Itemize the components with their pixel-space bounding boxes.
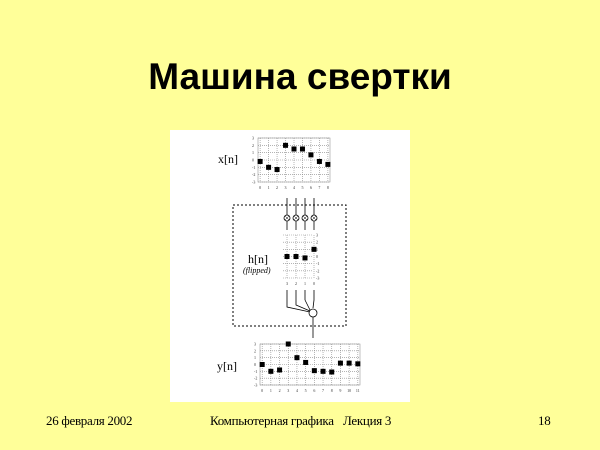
y-sample (337, 360, 343, 366)
x-sample (274, 167, 280, 173)
x-sample (316, 158, 322, 164)
h-sample (302, 255, 308, 261)
summation-node (286, 299, 318, 338)
footer-date: 26 февраля 2002 (46, 413, 133, 428)
y-sample (355, 361, 361, 367)
h-y-tick-label: -3 (316, 276, 319, 281)
y-tick-label: 2 (252, 143, 254, 148)
h-tick-label: 2 (295, 281, 297, 286)
x-tick-label: 3 (287, 388, 289, 393)
y-tick-label: 0 (252, 158, 254, 163)
h-y-tick-label: 3 (316, 233, 318, 238)
y-tick-label: -3 (252, 180, 255, 185)
footer-page: 18 (538, 413, 551, 428)
y-sample (320, 368, 326, 374)
x-tick-label: 1 (268, 185, 270, 190)
x-tick-label: 6 (313, 388, 315, 393)
x-tick-label: 11 (356, 388, 360, 393)
h-note: (flipped) (243, 266, 271, 275)
machine-box (232, 204, 347, 327)
x-sample (283, 142, 289, 148)
y-tick-label: 3 (252, 136, 254, 141)
footer-lecture: Лекция 3 (343, 413, 392, 428)
y-sample (268, 368, 274, 374)
h-sample (293, 254, 299, 259)
x-label: x[n] (218, 152, 238, 166)
x-tick-label: 3 (285, 185, 287, 190)
y-sample (294, 355, 300, 361)
x-tick-label: 2 (279, 388, 281, 393)
y-tick-label: 1 (252, 150, 254, 155)
y-tick-label: 0 (254, 362, 256, 367)
x-tick-label: 5 (305, 388, 307, 393)
y-tick-label: -1 (254, 369, 257, 374)
footer-course: Компьютерная графика (210, 413, 334, 428)
y-tick-label: -1 (252, 165, 255, 170)
y-sample (346, 360, 352, 366)
x-sample (308, 152, 314, 158)
h-y-tick-label: 0 (316, 254, 318, 259)
x-tick-label: 10 (347, 388, 351, 393)
slide-title: Машина свертки (148, 56, 452, 97)
y-sample (303, 359, 309, 365)
y-tick-label: 1 (254, 355, 256, 360)
x-tick-label: 9 (339, 388, 341, 393)
y-label: y[n] (217, 359, 237, 373)
x-sample (291, 146, 297, 152)
y-tick-label: 2 (254, 348, 256, 353)
multipliers (283, 198, 318, 300)
y-sample (285, 341, 291, 347)
x-tick-label: 2 (276, 185, 278, 190)
y-sample (311, 368, 317, 374)
x-sample (257, 158, 263, 164)
y-sample (277, 367, 283, 373)
x-sample (299, 146, 305, 152)
y-tick-label: 3 (254, 342, 256, 347)
y-tick-label: -2 (254, 376, 257, 381)
x-sample (325, 161, 331, 167)
h-y-tick-label: 1 (316, 247, 318, 252)
y-tick-label: -2 (252, 172, 255, 177)
h-y-tick-label: -1 (316, 261, 319, 266)
x-tick-label: 7 (318, 185, 320, 190)
h-label: h[n] (248, 252, 268, 266)
x-tick-label: 4 (296, 388, 298, 393)
h-sample (284, 254, 290, 259)
y-sample (259, 362, 265, 367)
h-tick-label: 3 (286, 281, 288, 286)
x-tick-label: 6 (310, 185, 312, 190)
h-tick-label: 0 (313, 281, 315, 286)
x-tick-label: 8 (327, 185, 329, 190)
h-tick-label: 1 (304, 281, 306, 286)
h-y-tick-label: 2 (316, 240, 318, 245)
h-y-tick-label: -2 (316, 268, 319, 273)
x-tick-label: 5 (301, 185, 303, 190)
x-sample (266, 164, 272, 170)
sum-icon (308, 308, 318, 318)
y-tick-label: -3 (254, 383, 257, 388)
x-tick-label: 7 (322, 388, 324, 393)
x-tick-label: 0 (261, 388, 263, 393)
x-tick-label: 1 (270, 388, 272, 393)
x-signal-plot: -3 -2 -1 0 1 2 3 0 1 2 3 4 5 6 7 8 (252, 136, 331, 190)
x-tick-label: 0 (259, 185, 261, 190)
y-sample (329, 369, 335, 375)
x-tick-label: 8 (331, 388, 333, 393)
h-sample (311, 246, 317, 252)
x-tick-label: 4 (293, 185, 295, 190)
h-flipped-plot: -3 -2 -1 0 1 2 3 3 2 1 0 (283, 233, 319, 286)
